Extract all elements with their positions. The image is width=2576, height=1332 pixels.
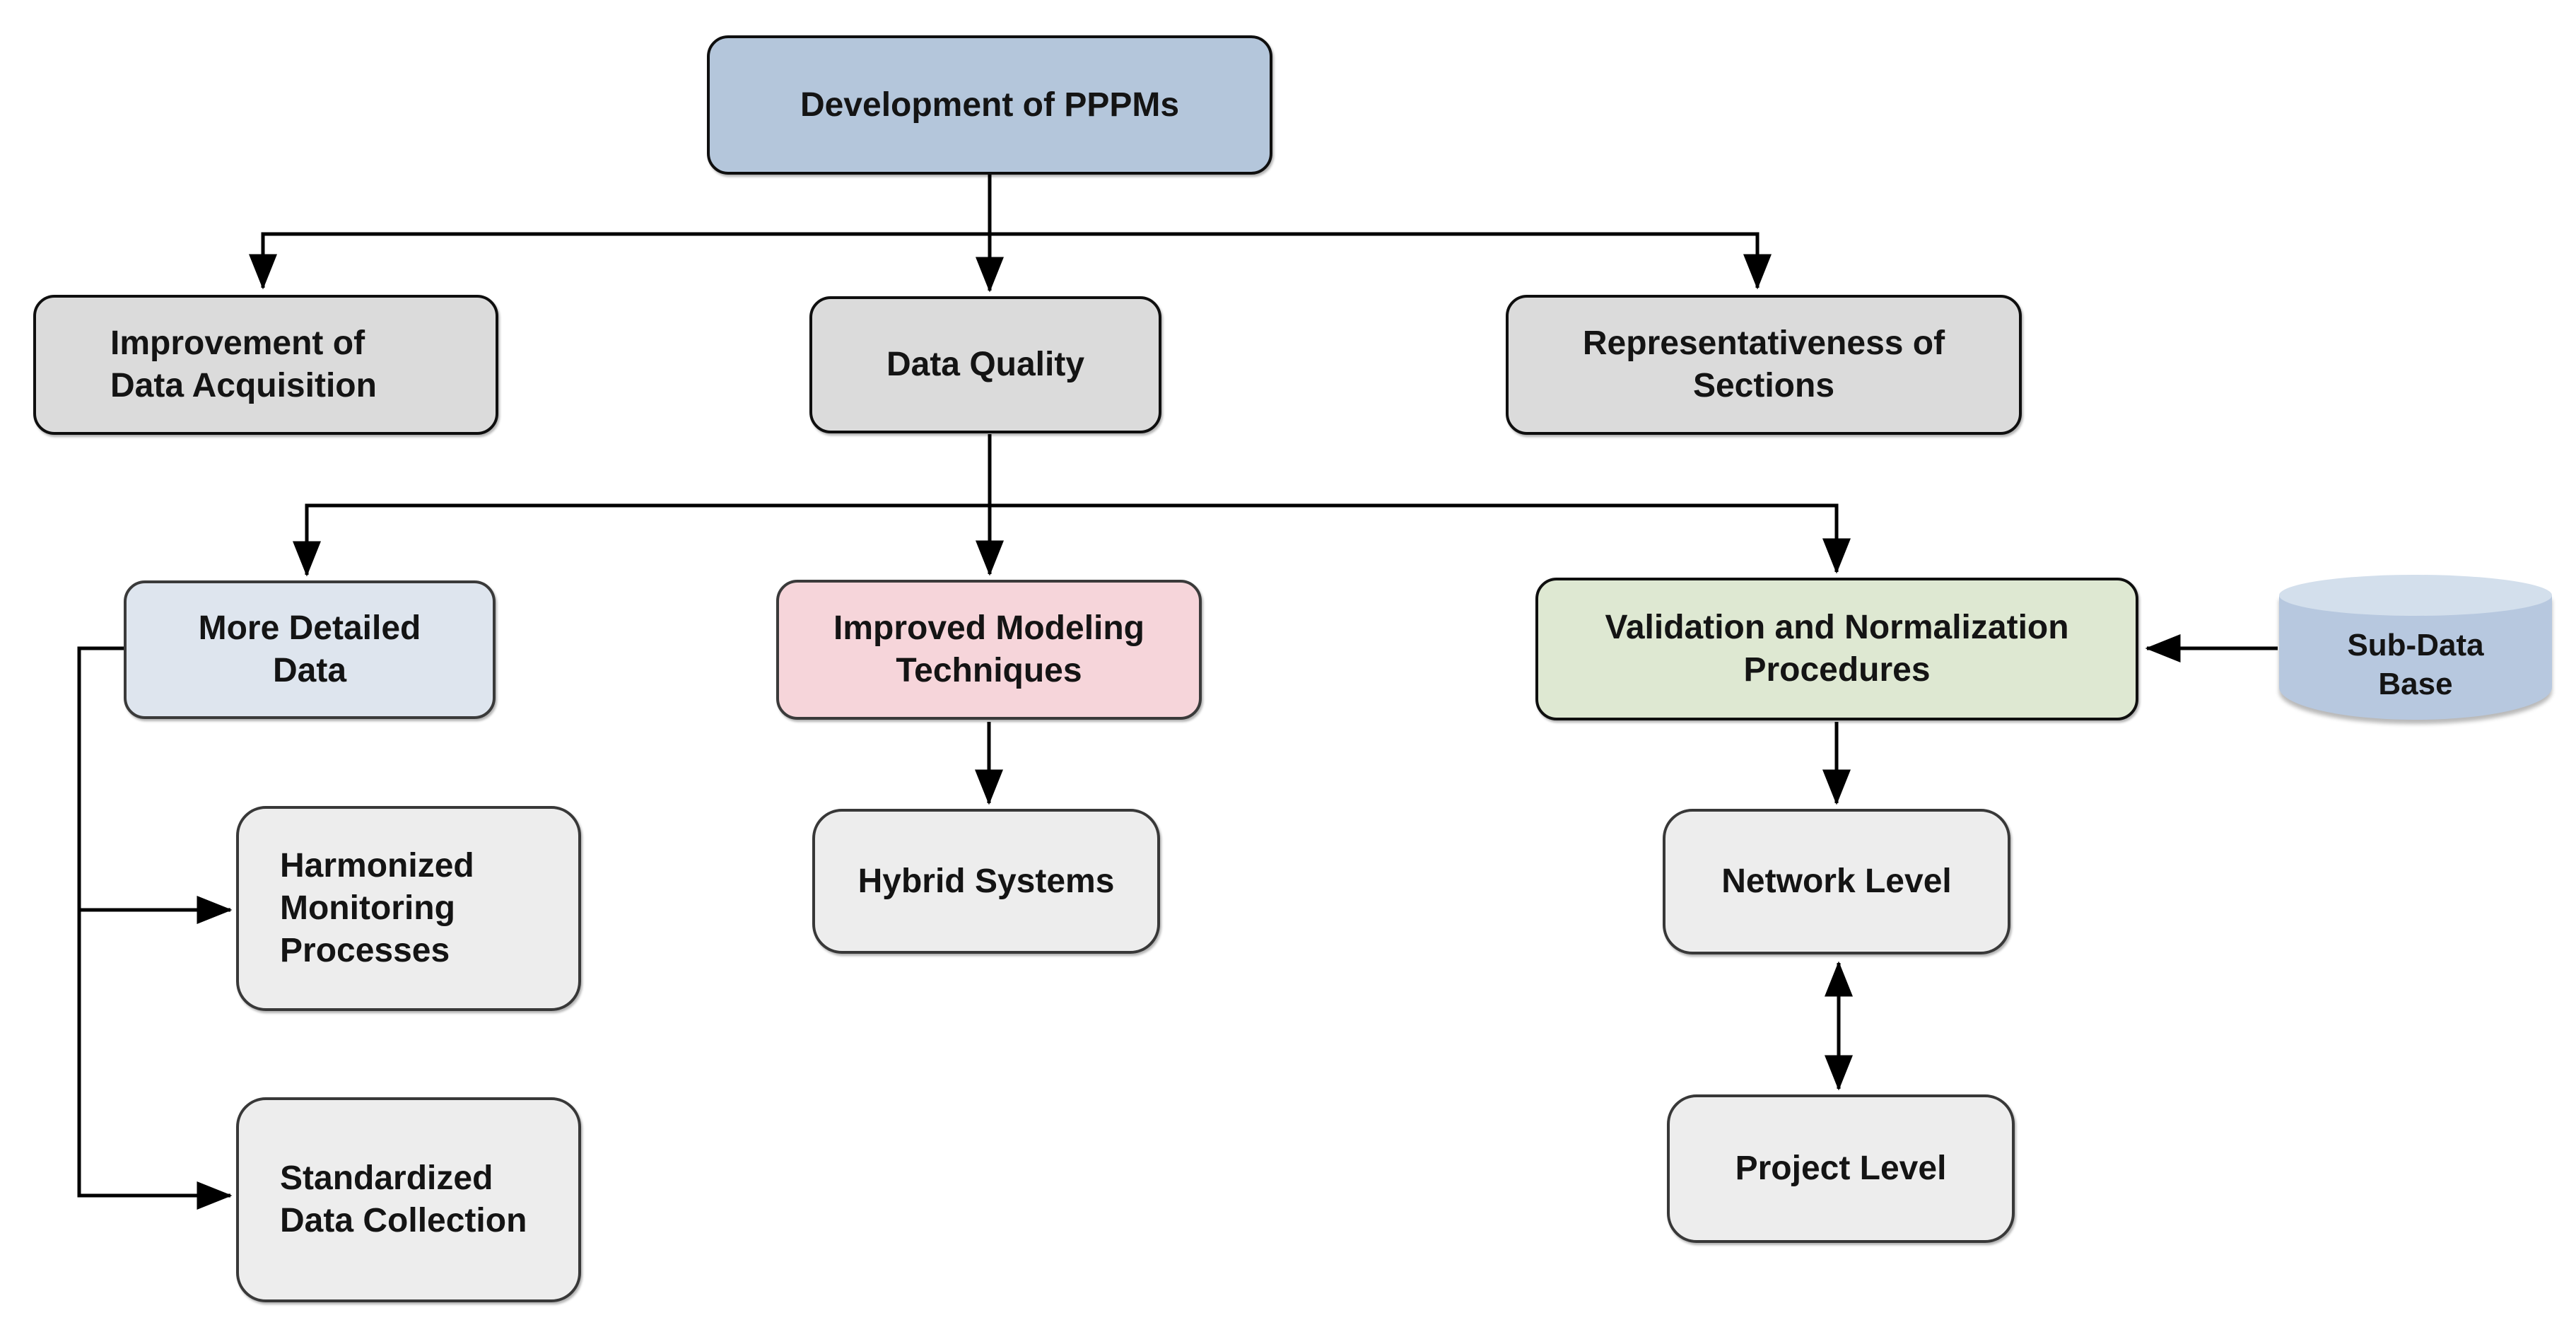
node-label: Network Level bbox=[1721, 863, 1952, 900]
node-development-of-pppms: Development of PPPMs bbox=[707, 35, 1272, 175]
node-label: Data Quality bbox=[886, 346, 1085, 383]
node-label: Development of PPPMs bbox=[800, 86, 1180, 124]
node-label: Harmonized Monitoring Processes bbox=[280, 847, 474, 969]
node-project-level: Project Level bbox=[1667, 1094, 2015, 1243]
node-label: Validation and Normalization Procedures bbox=[1605, 609, 2069, 689]
node-label: Improved Modeling Techniques bbox=[833, 609, 1144, 689]
node-hybrid-systems: Hybrid Systems bbox=[812, 809, 1160, 954]
node-label: Improvement of Data Acquisition bbox=[110, 325, 377, 404]
node-label: Hybrid Systems bbox=[857, 862, 1115, 900]
node-label: More Detailed Data bbox=[198, 609, 421, 689]
node-label: Standardized Data Collection bbox=[280, 1159, 527, 1239]
node-harmonized-monitoring-processes: Harmonized Monitoring Processes bbox=[236, 806, 581, 1011]
node-representativeness-of-sections: Representativeness of Sections bbox=[1506, 295, 2022, 435]
node-sub-data-base-cylinder: Sub-Data Base bbox=[2279, 575, 2552, 720]
node-label: Sub-Data Base bbox=[2347, 627, 2484, 701]
cylinder-body bbox=[2279, 595, 2552, 720]
edge-more-detailed-to-standardized bbox=[77, 646, 233, 1210]
node-network-level: Network Level bbox=[1663, 809, 2010, 954]
node-label: Representativeness of Sections bbox=[1582, 325, 1945, 404]
node-improved-modeling-techniques: Improved Modeling Techniques bbox=[776, 580, 1202, 720]
node-standardized-data-collection: Standardized Data Collection bbox=[236, 1097, 581, 1302]
node-more-detailed-data: More Detailed Data bbox=[124, 580, 496, 719]
edge-development-to-representativeness bbox=[990, 232, 1772, 290]
edge-data-quality-to-more-detailed bbox=[293, 503, 990, 577]
node-improvement-of-data-acquisition: Improvement of Data Acquisition bbox=[33, 295, 498, 435]
node-data-quality: Data Quality bbox=[809, 296, 1161, 433]
node-label: Project Level bbox=[1735, 1150, 1947, 1187]
node-validation-and-normalization-procedures: Validation and Normalization Procedures bbox=[1535, 578, 2138, 720]
cylinder-top-ellipse bbox=[2279, 575, 2552, 616]
edge-development-to-improvement bbox=[249, 232, 990, 290]
edge-data-quality-to-validation bbox=[990, 503, 1851, 574]
